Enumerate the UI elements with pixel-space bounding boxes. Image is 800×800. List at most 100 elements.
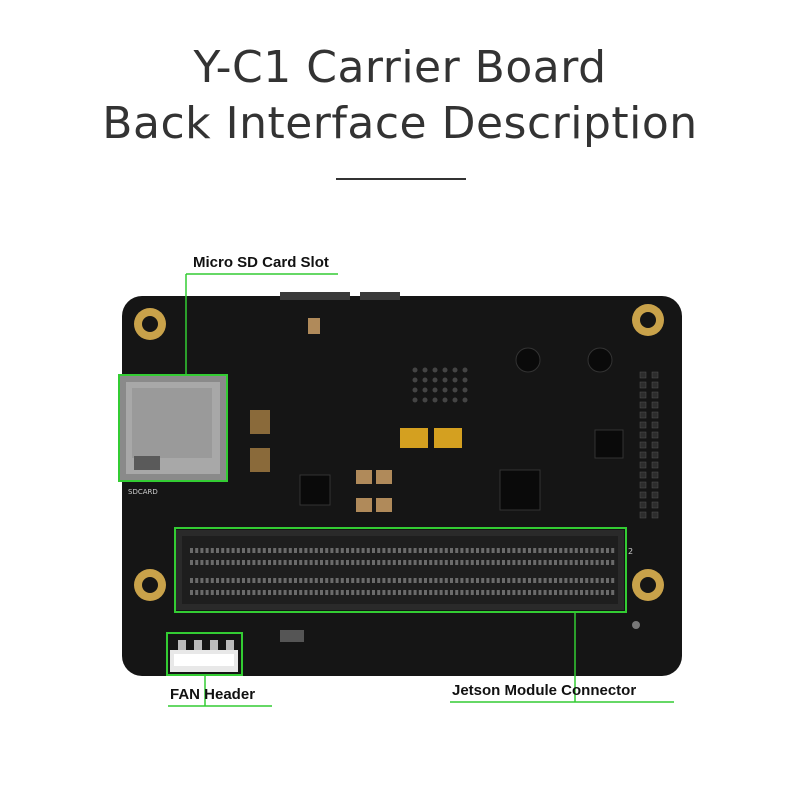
connector-pin — [595, 560, 599, 565]
connector-pin — [273, 578, 277, 583]
connector-pin — [507, 578, 511, 583]
connector-pin — [512, 548, 516, 553]
connector-pin — [590, 560, 594, 565]
connector-pin — [543, 590, 547, 595]
via-dot — [422, 377, 428, 383]
connector-pin — [314, 590, 318, 595]
connector-pin — [392, 590, 396, 595]
connector-pin — [403, 590, 407, 595]
connector-pin — [517, 560, 521, 565]
header-pin — [651, 411, 659, 419]
connector-pin — [611, 560, 615, 565]
connector-pin — [439, 548, 443, 553]
connector-pin — [346, 548, 349, 553]
connector-pin — [335, 578, 339, 583]
connector-pin — [242, 560, 245, 565]
connector-pin — [554, 590, 557, 595]
connector-pin — [476, 548, 479, 553]
connector-pin — [366, 548, 370, 553]
connector-pin — [231, 548, 235, 553]
via-dot — [462, 387, 468, 393]
connector-pin — [299, 548, 303, 553]
connector-pin — [512, 560, 516, 565]
connector-pin — [304, 560, 308, 565]
connector-pin — [242, 578, 245, 583]
connector-pin — [548, 560, 552, 565]
connector-pin — [247, 590, 251, 595]
connector-pin — [574, 548, 578, 553]
connector-pin — [528, 560, 531, 565]
via-dot — [452, 387, 458, 393]
connector-pin — [247, 560, 251, 565]
connector-pin — [554, 560, 557, 565]
header-pin — [639, 431, 647, 439]
connector-pin — [221, 548, 225, 553]
via-dot — [412, 367, 418, 373]
connector-pin — [226, 578, 230, 583]
header-pin — [639, 451, 647, 459]
connector-pin — [195, 548, 199, 553]
connector-pin — [574, 590, 578, 595]
connector-pin — [361, 548, 365, 553]
connector-pin — [335, 590, 339, 595]
header-pin — [651, 481, 659, 489]
connector-pin — [372, 590, 375, 595]
connector-pin — [424, 590, 427, 595]
connector-pin — [538, 578, 542, 583]
via-dot — [452, 367, 458, 373]
connector-pin — [377, 578, 381, 583]
connector-pin — [455, 560, 459, 565]
connector-pin — [262, 578, 266, 583]
connector-pin — [205, 560, 209, 565]
connector-pin — [580, 578, 583, 583]
connector-pin — [491, 578, 495, 583]
connector-pin — [455, 578, 459, 583]
connector-pin — [569, 590, 573, 595]
connector-pin — [309, 548, 313, 553]
connector-pin — [569, 578, 573, 583]
connector-pin — [455, 590, 459, 595]
connector-pin — [590, 578, 594, 583]
connector-pin — [268, 560, 271, 565]
connector-pin — [470, 590, 474, 595]
connector-pin — [252, 560, 256, 565]
connector-pin — [262, 560, 266, 565]
connector-pin — [356, 590, 360, 595]
connector-pin — [444, 548, 448, 553]
connector-pin — [294, 590, 297, 595]
header-pin — [651, 371, 659, 379]
connector-pin — [559, 590, 563, 595]
connector-pin — [403, 578, 407, 583]
header-pin — [651, 461, 659, 469]
connector-pin — [507, 560, 511, 565]
connector-pin — [257, 560, 261, 565]
connector-pin — [398, 578, 401, 583]
connector-pin — [491, 548, 495, 553]
connector-pin — [585, 590, 589, 595]
connector-pin — [288, 548, 292, 553]
connector-pin — [528, 590, 531, 595]
connector-pin — [507, 548, 511, 553]
via-dot — [432, 387, 438, 393]
connector-pin — [382, 578, 386, 583]
connector-pin — [346, 560, 349, 565]
connector-pin — [361, 590, 365, 595]
connector-pin — [294, 578, 297, 583]
connector-pin — [424, 548, 427, 553]
connector-pin — [517, 590, 521, 595]
connector-pin — [372, 548, 375, 553]
connector-pin — [481, 548, 485, 553]
sd-slot-highlight — [118, 374, 228, 482]
connector-pin — [299, 590, 303, 595]
mounting-hole — [632, 569, 664, 601]
connector-pin — [309, 560, 313, 565]
connector-pin — [403, 548, 407, 553]
connector-pin — [470, 560, 474, 565]
connector-pin — [377, 560, 381, 565]
connector-pin — [408, 578, 412, 583]
connector-pin — [351, 590, 355, 595]
connector-pin — [325, 548, 329, 553]
connector-pin — [460, 590, 464, 595]
connector-pin — [330, 578, 334, 583]
